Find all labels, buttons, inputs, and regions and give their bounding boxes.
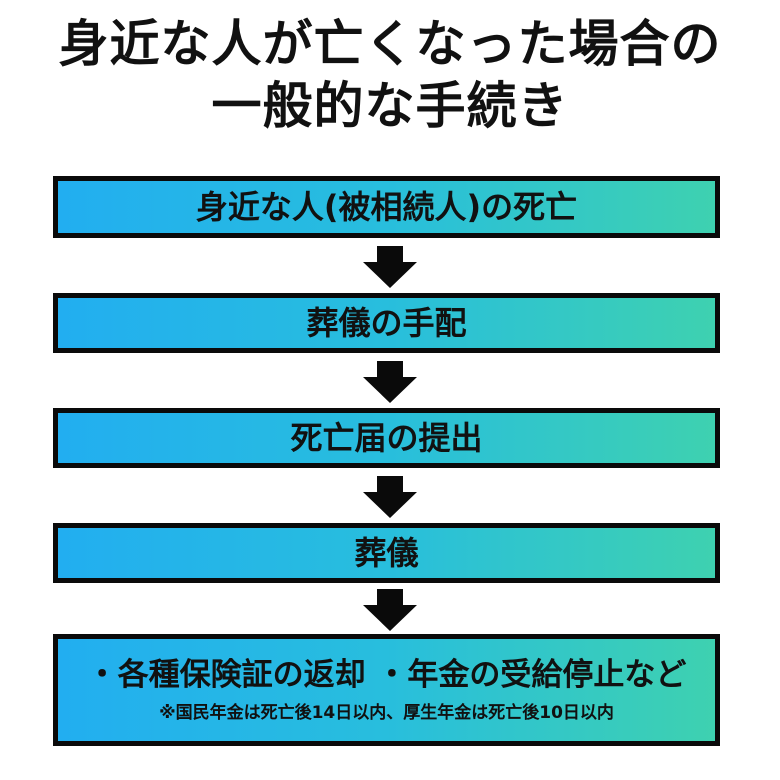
- step-label: 身近な人(被相続人)の死亡: [195, 188, 578, 226]
- step-insurance-pension: ・各種保険証の返却 ・年金の受給停止など ※国民年金は死亡後14日以内、厚生年金…: [53, 634, 720, 746]
- arrow-down-icon: [363, 589, 417, 631]
- step-label: ・各種保険証の返却 ・年金の受給停止など: [86, 657, 687, 693]
- step-note: ※国民年金は死亡後14日以内、厚生年金は死亡後10日以内: [159, 703, 614, 723]
- step-label: 死亡届の提出: [290, 419, 483, 457]
- step-funeral-arrangement: 葬儀の手配: [53, 293, 720, 353]
- step-death-notice: 死亡届の提出: [53, 408, 720, 468]
- page-title-line-2: 一般的な手続き: [211, 77, 569, 135]
- arrow-down-icon: [363, 361, 417, 403]
- arrow-down-icon: [363, 476, 417, 518]
- arrow-down-icon: [363, 246, 417, 288]
- step-funeral: 葬儀: [53, 523, 720, 583]
- step-death: 身近な人(被相続人)の死亡: [53, 176, 720, 238]
- step-label: 葬儀: [354, 534, 419, 572]
- step-label: 葬儀の手配: [306, 304, 467, 342]
- page-title-line-1: 身近な人が亡くなった場合の: [58, 15, 722, 73]
